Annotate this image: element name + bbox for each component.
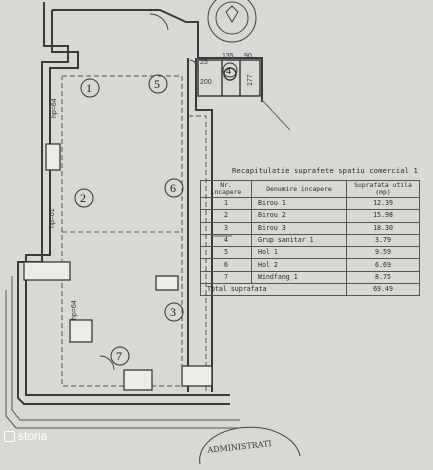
dimension-label: 200 — [200, 79, 212, 86]
dimension-label: hp=64 — [71, 300, 78, 320]
brand-name: storia — [18, 429, 48, 443]
table-row: 5 Hol 1 9.59 — [200, 246, 420, 260]
room-name-cell: Hol 1 — [251, 246, 347, 260]
room-nr-cell: 1 — [200, 196, 252, 211]
brand-watermark: storia — [4, 429, 47, 443]
room-number: 4 — [226, 66, 231, 77]
area-table: Nr. incapere Denumire incapere Suprafata… — [200, 180, 420, 297]
table-row: 2 Birou 2 15.98 — [200, 209, 420, 223]
room-nr-cell: 3 — [200, 221, 252, 235]
room-nr-cell: 6 — [200, 258, 252, 272]
room-name-cell: Birou 1 — [251, 196, 347, 211]
room-nr-cell: 4 — [200, 233, 252, 248]
column-header-area: Suprafata utila (mp) — [346, 180, 420, 198]
room-name-cell: Birou 3 — [251, 221, 347, 235]
official-seal — [207, 0, 257, 43]
top-wall — [52, 9, 263, 102]
dimension-label: 135 — [222, 53, 234, 60]
dimension-label: 177 — [247, 74, 254, 86]
room-area-cell: 18.30 — [346, 221, 420, 235]
room-number: 6 — [170, 181, 176, 195]
room-number: 5 — [154, 77, 160, 91]
room-area-cell: 6.69 — [346, 258, 420, 272]
outer-wall — [17, 2, 230, 405]
room-nr-cell: 5 — [200, 246, 252, 260]
dimension-label: hp=61 — [49, 208, 56, 228]
room-number: 7 — [116, 349, 122, 363]
room-area-cell: 15.98 — [346, 209, 420, 223]
dimension-label: 25 — [200, 59, 208, 66]
column-header-name: Denumire incapere — [251, 180, 347, 198]
room-nr-cell: 2 — [200, 209, 252, 223]
area-summary: Recapitulatie suprafete spatiu comercial… — [196, 166, 428, 297]
room-number: 3 — [170, 305, 176, 319]
table-row: 6 Hol 2 6.69 — [200, 258, 420, 272]
brand-logo-icon — [4, 430, 15, 442]
room-area-cell: 9.59 — [346, 246, 420, 260]
total-label: Total suprafata — [200, 283, 347, 297]
room-name-cell: Windfang 1 — [251, 270, 347, 285]
total-value: 69.49 — [346, 283, 420, 297]
room-area-cell: 3.79 — [346, 233, 420, 248]
table-row: 3 Birou 3 18.30 — [200, 221, 420, 235]
room-area-cell: 12.39 — [346, 196, 420, 211]
room-area-cell: 8.75 — [346, 270, 420, 285]
inner-wall — [25, 10, 230, 396]
room-nr-cell: 7 — [200, 270, 252, 285]
room-name-cell: Grup sanitar 1 — [251, 233, 347, 248]
dimension-label: 90 — [244, 53, 252, 60]
table-row: 7 Windfang 1 8.75 — [200, 270, 420, 285]
total-row: Total suprafata 69.49 — [200, 283, 420, 297]
room-name-cell: Hol 2 — [251, 258, 347, 272]
column-header-number: Nr. incapere — [200, 180, 252, 198]
room-name-cell: Birou 2 — [251, 209, 347, 223]
room-number: 1 — [86, 81, 92, 95]
dimension-label: hp=64 — [51, 98, 58, 118]
table-row: 1 Birou 1 12.39 — [200, 196, 420, 211]
table-row: 4 Grup sanitar 1 3.79 — [200, 233, 420, 248]
summary-title: Recapitulatie suprafete spatiu comercial… — [232, 166, 418, 175]
room-number: 2 — [80, 191, 86, 205]
